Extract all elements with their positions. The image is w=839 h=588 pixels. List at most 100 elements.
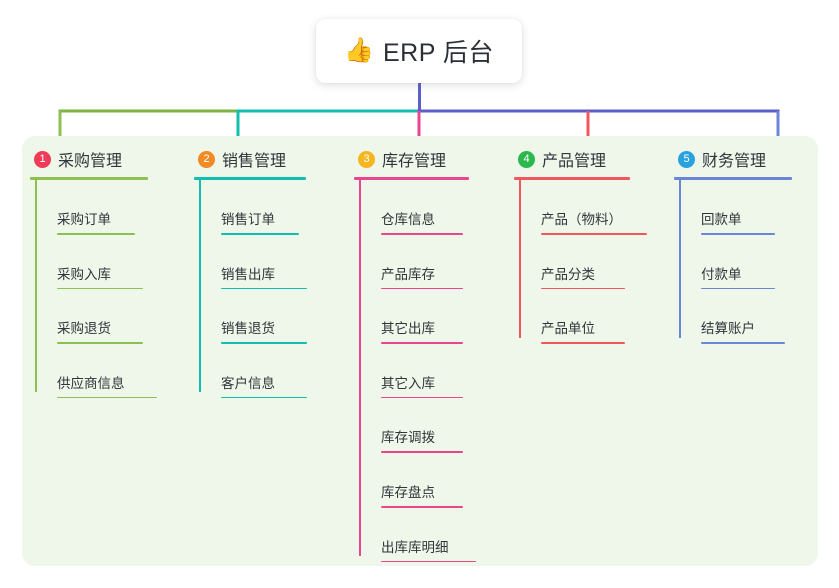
item-rule bbox=[541, 233, 647, 235]
column-items: 产品（物料） 产品分类 产品单位 bbox=[519, 180, 666, 344]
column-header-rule bbox=[194, 177, 306, 180]
list-item[interactable]: 其它入库 bbox=[359, 344, 506, 399]
item-label: 销售退货 bbox=[221, 321, 275, 337]
list-item[interactable]: 采购订单 bbox=[35, 180, 186, 235]
item-label: 仓库信息 bbox=[381, 212, 435, 227]
column-spine bbox=[35, 180, 37, 393]
column-inventory: 3 库存管理 仓库信息 产品库存 其它出库 其它入库 bbox=[346, 146, 506, 566]
column-badge-2: 2 bbox=[198, 150, 215, 168]
column-header-rule bbox=[354, 177, 469, 180]
item-label: 采购退货 bbox=[57, 321, 111, 337]
column-title: 库存管理 bbox=[382, 153, 447, 170]
item-label: 库存盘点 bbox=[381, 484, 435, 500]
column-title: 产品管理 bbox=[542, 153, 607, 170]
column-spine bbox=[519, 180, 521, 338]
column-badge-3: 3 bbox=[358, 150, 375, 168]
item-label: 销售订单 bbox=[221, 212, 275, 227]
item-rule bbox=[381, 451, 463, 453]
list-item[interactable]: 库存调拨 bbox=[359, 398, 506, 453]
item-rule bbox=[701, 233, 775, 235]
item-label: 产品单位 bbox=[541, 321, 595, 337]
list-item[interactable]: 回款单 bbox=[679, 180, 818, 235]
list-item[interactable]: 产品（物料） bbox=[519, 180, 666, 235]
column-header-rule bbox=[674, 177, 792, 180]
column-sales: 2 销售管理 销售订单 销售出库 销售退货 客户信息 bbox=[186, 146, 346, 566]
column-finance: 5 财务管理 回款单 付款单 结算账户 bbox=[666, 146, 818, 566]
item-label: 付款单 bbox=[701, 266, 742, 282]
item-rule bbox=[381, 560, 476, 563]
item-label: 采购订单 bbox=[57, 212, 111, 227]
list-item[interactable]: 销售出库 bbox=[199, 235, 346, 290]
column-header[interactable]: 2 销售管理 bbox=[186, 146, 346, 172]
column-items: 回款单 付款单 结算账户 bbox=[679, 180, 818, 344]
column-header[interactable]: 5 财务管理 bbox=[666, 146, 818, 172]
item-rule bbox=[541, 287, 625, 290]
list-item[interactable]: 采购退货 bbox=[35, 289, 186, 344]
item-rule bbox=[701, 342, 785, 344]
list-item[interactable]: 产品分类 bbox=[519, 235, 666, 290]
item-rule bbox=[57, 396, 157, 399]
column-title: 采购管理 bbox=[58, 153, 123, 170]
list-item[interactable]: 出库库明细 bbox=[359, 508, 506, 563]
item-label: 供应商信息 bbox=[57, 375, 125, 391]
root-title: ERP 后台 bbox=[382, 39, 494, 67]
item-label: 销售出库 bbox=[221, 266, 275, 282]
column-items: 采购订单 采购入库 采购退货 供应商信息 bbox=[35, 180, 186, 399]
item-label: 其它出库 bbox=[381, 321, 435, 337]
column-badge-1: 1 bbox=[34, 150, 51, 168]
column-header[interactable]: 4 产品管理 bbox=[506, 146, 666, 172]
item-label: 产品分类 bbox=[541, 266, 595, 282]
item-rule bbox=[221, 396, 307, 399]
list-item[interactable]: 仓库信息 bbox=[359, 180, 506, 235]
column-spine bbox=[199, 180, 201, 393]
list-item[interactable]: 供应商信息 bbox=[35, 344, 186, 399]
item-label: 回款单 bbox=[701, 212, 742, 227]
item-rule bbox=[221, 233, 299, 235]
list-item[interactable]: 采购入库 bbox=[35, 235, 186, 290]
columns-background bbox=[22, 136, 818, 566]
item-rule bbox=[381, 287, 463, 290]
list-item[interactable]: 销售退货 bbox=[199, 289, 346, 344]
column-items: 销售订单 销售出库 销售退货 客户信息 bbox=[199, 180, 346, 399]
item-label: 产品库存 bbox=[381, 266, 435, 282]
item-label: 客户信息 bbox=[221, 375, 275, 391]
column-spine bbox=[679, 180, 681, 338]
column-badge-5: 5 bbox=[678, 150, 695, 168]
list-item[interactable]: 库存盘点 bbox=[359, 453, 506, 508]
item-rule bbox=[221, 287, 307, 290]
item-rule bbox=[57, 233, 135, 235]
column-title: 销售管理 bbox=[222, 153, 287, 170]
item-rule bbox=[221, 342, 307, 344]
item-label: 结算账户 bbox=[701, 321, 755, 337]
list-item[interactable]: 付款单 bbox=[679, 235, 818, 290]
root-node[interactable]: 👍 ERP 后台 bbox=[316, 19, 522, 83]
list-item[interactable]: 其它出库 bbox=[359, 289, 506, 344]
list-item[interactable]: 产品库存 bbox=[359, 235, 506, 290]
list-item[interactable]: 结算账户 bbox=[679, 289, 818, 344]
item-label: 采购入库 bbox=[57, 266, 111, 282]
column-header[interactable]: 1 采购管理 bbox=[22, 146, 186, 172]
item-label: 库存调拨 bbox=[381, 430, 435, 446]
column-spine bbox=[359, 180, 361, 557]
list-item[interactable]: 销售订单 bbox=[199, 180, 346, 235]
column-header[interactable]: 3 库存管理 bbox=[346, 146, 506, 172]
connector-lines bbox=[58, 83, 780, 140]
column-items: 仓库信息 产品库存 其它出库 其它入库 库存调拨 bbox=[359, 180, 506, 563]
column-header-rule bbox=[30, 177, 148, 180]
item-rule bbox=[381, 342, 463, 344]
item-label: 产品（物料） bbox=[541, 212, 622, 227]
item-label: 其它入库 bbox=[381, 375, 435, 391]
column-header-rule bbox=[514, 177, 630, 180]
item-rule bbox=[381, 505, 463, 508]
column-product: 4 产品管理 产品（物料） 产品分类 产品单位 bbox=[506, 146, 666, 566]
item-label: 出库库明细 bbox=[381, 539, 449, 555]
list-item[interactable]: 产品单位 bbox=[519, 289, 666, 344]
columns-container: 1 采购管理 采购订单 采购入库 采购退货 供应商信 bbox=[22, 136, 818, 566]
column-purchasing: 1 采购管理 采购订单 采购入库 采购退货 供应商信 bbox=[22, 146, 186, 566]
column-title: 财务管理 bbox=[702, 153, 767, 170]
list-item[interactable]: 客户信息 bbox=[199, 344, 346, 399]
thumbs-up-icon: 👍 bbox=[344, 37, 374, 64]
item-rule bbox=[541, 342, 625, 344]
item-rule bbox=[57, 342, 143, 344]
